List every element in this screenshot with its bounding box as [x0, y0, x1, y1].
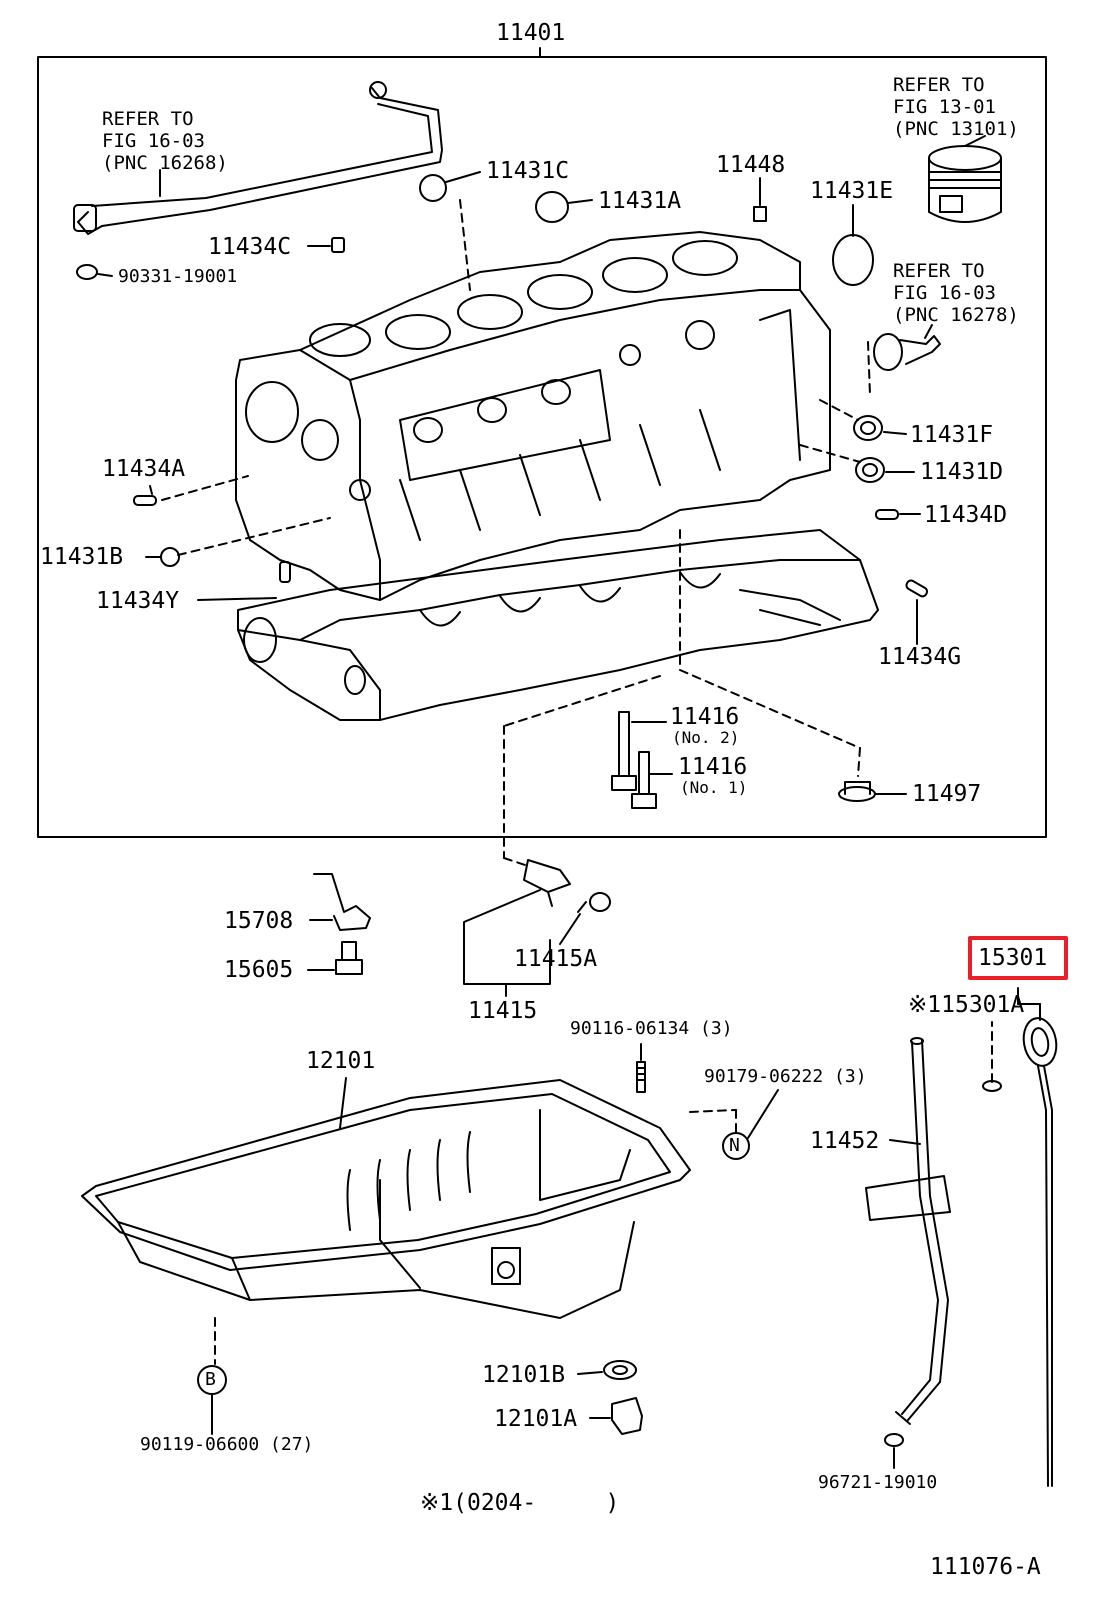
bolt-11416-no2 [611, 711, 637, 791]
label-96721-19010[interactable]: 96721-19010 [818, 1472, 938, 1493]
label-90116-06134[interactable]: 90116-06134 (3) [570, 1018, 733, 1039]
label-11416-no2[interactable]: 11416 [670, 704, 740, 730]
label-11434a[interactable]: 11434A [102, 456, 186, 482]
label-11434g[interactable]: 11434G [878, 644, 962, 670]
label-12101a[interactable]: 12101A [494, 1406, 578, 1432]
label-11415[interactable]: 11415 [468, 998, 538, 1024]
label-11431a[interactable]: 11431A [598, 188, 682, 214]
pin-11434a [133, 495, 157, 506]
label-11452[interactable]: 11452 [810, 1128, 880, 1154]
plug-12101a [611, 1397, 643, 1435]
refer-note-16268: REFER TO FIG 16-03 (PNC 16268) [102, 108, 228, 174]
label-11431e[interactable]: 11431E [810, 178, 894, 204]
label-15605[interactable]: 15605 [224, 957, 294, 983]
plug-11431d [855, 457, 885, 483]
highlight-box [968, 936, 1068, 980]
refer-line: REFER TO [893, 74, 985, 96]
figure-code: 111076-A [930, 1554, 1041, 1580]
plug-11431c [419, 174, 447, 202]
oil-pipe-drawing [73, 81, 443, 235]
pin-11434g [905, 579, 929, 598]
refer-line: (PNC 16268) [102, 152, 228, 174]
label-11448[interactable]: 11448 [716, 152, 786, 178]
label-11431c[interactable]: 11431C [486, 158, 570, 184]
marker-n-circle [722, 1132, 750, 1160]
jet-11415 [523, 859, 611, 913]
refer-note-16278: REFER TO FIG 16-03 (PNC 16278) [893, 260, 1019, 326]
label-11434y[interactable]: 11434Y [96, 588, 180, 614]
refer-line: FIG 16-03 [893, 282, 996, 304]
bracket-11415 [463, 889, 551, 985]
dipstick-15301 [1022, 1017, 1058, 1487]
label-11431b[interactable]: 11431B [40, 544, 124, 570]
label-11416-no1-sub: (No. 1) [680, 778, 748, 797]
bearing-cap-frame-drawing [237, 529, 879, 721]
footnote: ※1(0204- ) [420, 1490, 620, 1516]
label-12101[interactable]: 12101 [306, 1048, 376, 1074]
gasket-12101b [603, 1360, 637, 1380]
frame-label: 11401 [496, 20, 566, 46]
label-11431f[interactable]: 11431F [910, 422, 994, 448]
label-11497[interactable]: 11497 [912, 781, 982, 807]
label-90119-06600[interactable]: 90119-06600 (27) [140, 1434, 314, 1455]
washer-90331 [76, 264, 98, 280]
refer-line: FIG 16-03 [102, 130, 205, 152]
block-frame [37, 56, 1047, 838]
oil-pan-drawing [81, 1079, 691, 1319]
bolt-15605 [335, 941, 363, 975]
dipstick-guide-11452 [865, 1037, 951, 1425]
label-15708[interactable]: 15708 [224, 908, 294, 934]
plug-11431e [832, 234, 874, 286]
union-elbow-drawing [873, 333, 941, 371]
refer-line: (PNC 13101) [893, 118, 1019, 140]
leader-dashes [161, 199, 993, 1365]
label-11415a[interactable]: 11415A [514, 946, 598, 972]
marker-b-label: B [205, 1369, 216, 1390]
refer-line: FIG 13-01 [893, 96, 996, 118]
refer-line: REFER TO [893, 260, 985, 282]
label-11416-no2-sub: (No. 2) [672, 728, 740, 747]
oring-115301a [982, 1080, 1002, 1092]
label-15301[interactable]: 15301 [978, 945, 1048, 971]
label-11431d[interactable]: 11431D [920, 459, 1004, 485]
label-11434c[interactable]: 11434C [208, 234, 292, 260]
marker-n-label: N [729, 1135, 740, 1156]
refer-line: (PNC 16278) [893, 304, 1019, 326]
label-90331-19001[interactable]: 90331-19001 [118, 266, 238, 287]
pin-11434c [331, 237, 345, 253]
label-12101b[interactable]: 12101B [482, 1362, 566, 1388]
label-11416-no1[interactable]: 11416 [678, 754, 748, 780]
sensor-15708 [313, 873, 371, 931]
cylinder-block-drawing [235, 231, 831, 601]
pin-11434y [279, 561, 291, 583]
label-11434d[interactable]: 11434D [924, 502, 1008, 528]
oring-96721 [884, 1433, 904, 1447]
pin-11448 [753, 206, 767, 222]
nut-11497 [838, 781, 876, 802]
plug-11431b [160, 547, 180, 567]
plug-11431a [535, 191, 569, 223]
piston-drawing [928, 145, 1002, 223]
refer-line: REFER TO [102, 108, 194, 130]
bolt-11416-no1 [631, 751, 657, 809]
pin-11434d [875, 509, 899, 520]
stud-90116 [636, 1061, 646, 1093]
label-90179-06222[interactable]: 90179-06222 (3) [704, 1066, 867, 1087]
plug-11431f [853, 415, 883, 441]
refer-note-13101: REFER TO FIG 13-01 (PNC 13101) [893, 74, 1019, 140]
label-115301a[interactable]: ※115301A [908, 992, 1025, 1018]
